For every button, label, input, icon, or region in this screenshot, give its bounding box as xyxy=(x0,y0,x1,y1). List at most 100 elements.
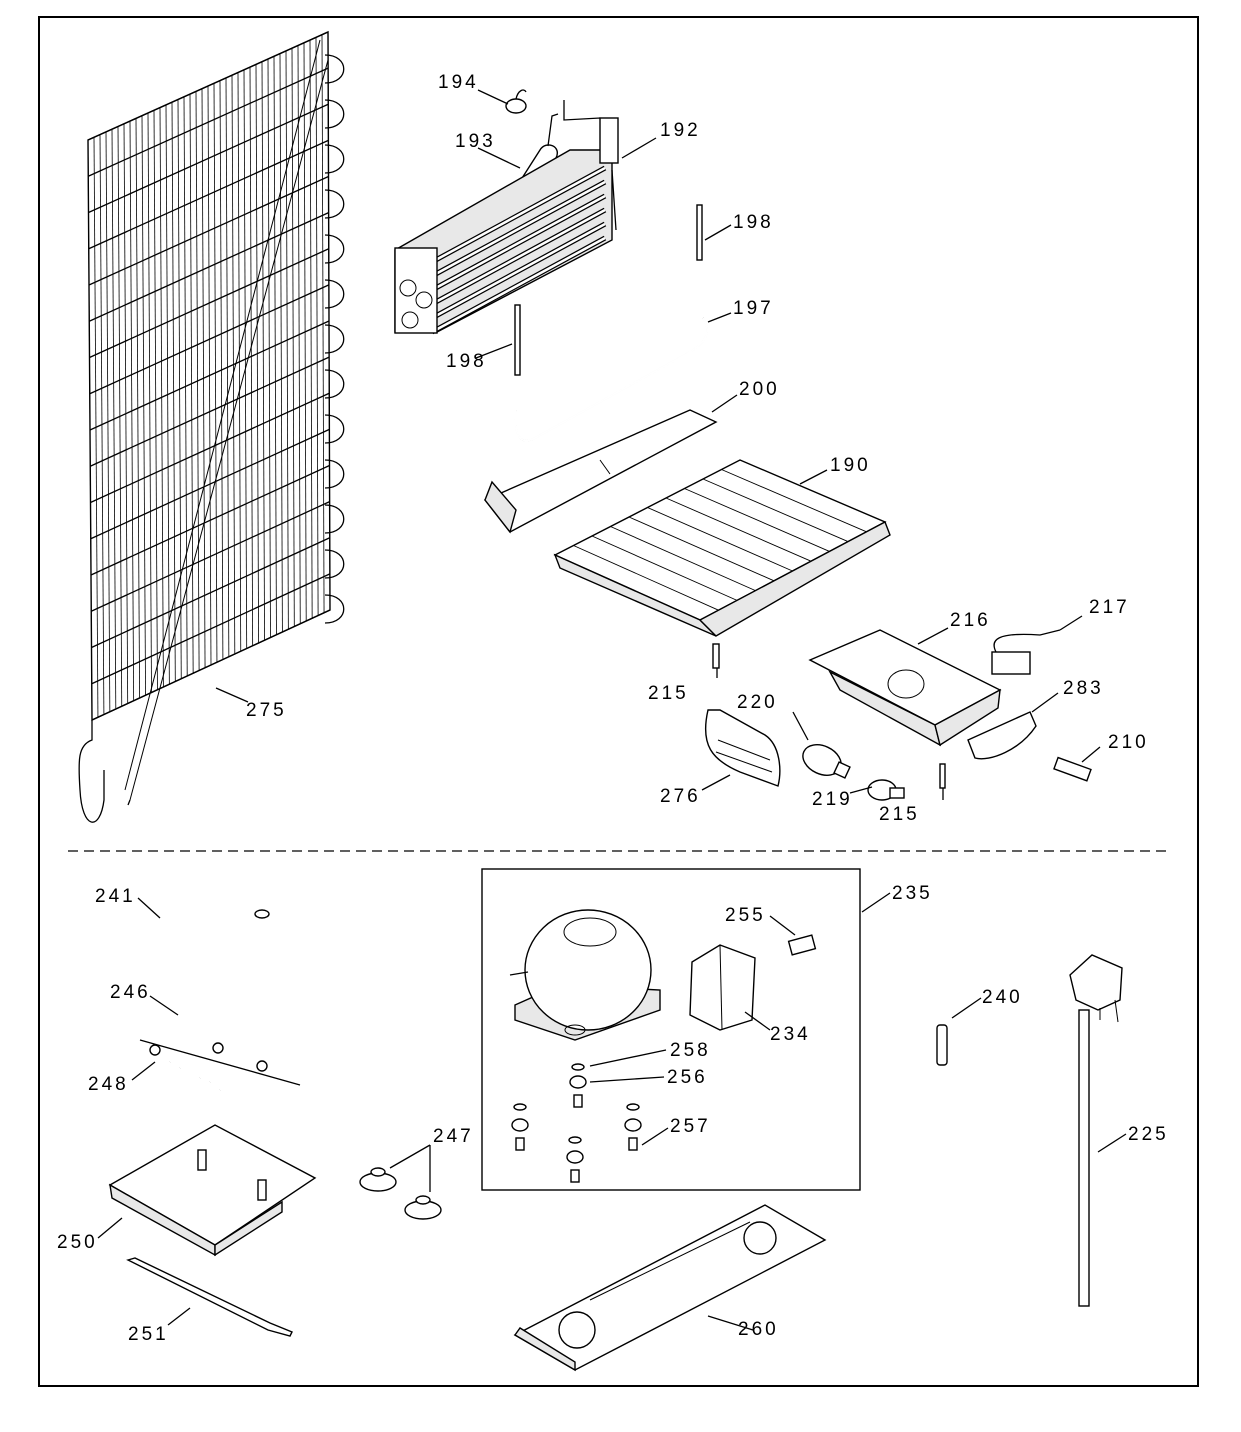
part-240-filter xyxy=(936,1024,948,1066)
condenser-loop xyxy=(324,414,345,444)
part-247-feet xyxy=(359,1167,442,1220)
label-215-upper: 215 xyxy=(648,683,689,704)
drawing-stroke xyxy=(90,464,330,576)
drawing-stroke xyxy=(88,139,329,250)
label-220: 220 xyxy=(737,692,778,713)
label-198-upper: 198 xyxy=(733,212,774,233)
part-215-screw-upper xyxy=(712,643,720,669)
part-283-lamp-cover xyxy=(967,711,1037,760)
label-234: 234 xyxy=(770,1024,811,1045)
drawing-stroke xyxy=(89,356,330,467)
drawing-stroke xyxy=(702,478,849,543)
label-250: 250 xyxy=(57,1232,98,1253)
condenser-loop xyxy=(324,504,345,534)
condenser-loop xyxy=(324,459,345,489)
condenser-loop xyxy=(324,54,345,84)
part-198-sensor-lower xyxy=(514,304,521,376)
condenser-loop xyxy=(324,369,345,399)
part-260-base-rail xyxy=(513,1204,827,1372)
drawing-stroke xyxy=(90,392,330,504)
drawing-stroke xyxy=(684,488,830,552)
part-234-relay xyxy=(689,944,756,1031)
label-275: 275 xyxy=(246,700,287,721)
drawing-stroke xyxy=(87,31,329,141)
evaporator-tube-highlight xyxy=(431,166,606,264)
drawing-stroke xyxy=(591,535,738,601)
drawing-stroke xyxy=(91,537,331,649)
drawing-stroke xyxy=(628,516,775,582)
condenser-loop xyxy=(324,189,345,219)
label-256: 256 xyxy=(667,1067,708,1088)
drawing-stroke xyxy=(88,175,329,286)
part-256-grommets xyxy=(511,1075,642,1164)
part-251-bracket xyxy=(126,1257,293,1337)
evaporator-tube-highlight xyxy=(431,208,606,306)
label-190: 190 xyxy=(830,455,871,476)
part-220-bulb xyxy=(802,744,851,779)
part-241-tube xyxy=(159,878,270,968)
drawing-stroke xyxy=(89,320,330,431)
part-192-evaporator xyxy=(394,117,619,335)
label-283: 283 xyxy=(1063,678,1104,699)
label-235: 235 xyxy=(892,883,933,904)
label-219: 219 xyxy=(812,789,853,810)
drawing-stroke xyxy=(87,67,329,177)
label-225: 225 xyxy=(1128,1124,1169,1145)
evaporator-tube-highlight xyxy=(431,194,606,292)
part-248-connector xyxy=(139,1039,301,1086)
part-labels: 194 193 192 198 198 197 200 190 275 216 … xyxy=(57,72,1169,1345)
part-197-tube xyxy=(514,317,709,442)
drawing-stroke xyxy=(90,501,330,612)
condenser-loop xyxy=(324,279,345,309)
label-217: 217 xyxy=(1089,597,1130,618)
condenser-loop xyxy=(324,594,345,624)
part-216-light-housing xyxy=(808,629,1002,747)
drawing-stroke xyxy=(90,428,330,540)
drawing-stroke xyxy=(573,545,719,611)
label-198-lower: 198 xyxy=(446,351,487,372)
condenser-loop xyxy=(324,324,345,354)
label-260: 260 xyxy=(738,1319,779,1340)
part-217-switch xyxy=(991,629,1061,675)
part-250-drain-pan xyxy=(108,1124,317,1257)
label-194: 194 xyxy=(438,72,479,93)
part-210-clip xyxy=(1053,756,1092,782)
drawing-stroke xyxy=(610,526,756,592)
evaporator-tube-highlight xyxy=(431,180,606,278)
condenser-loop xyxy=(324,234,345,264)
drawing-stroke xyxy=(89,284,330,395)
part-198-sensor-upper xyxy=(696,204,703,261)
drawing-stroke xyxy=(647,507,793,572)
label-276: 276 xyxy=(660,786,701,807)
part-190-cover xyxy=(553,459,891,637)
diagram-frame xyxy=(38,16,1199,1387)
label-210: 210 xyxy=(1108,732,1149,753)
label-258: 258 xyxy=(670,1040,711,1061)
label-193: 193 xyxy=(455,131,496,152)
part-215-screw-lower xyxy=(939,763,946,789)
label-240: 240 xyxy=(982,987,1023,1008)
label-215-lower: 215 xyxy=(879,804,920,825)
part-235-compressor-assembly xyxy=(481,868,861,1191)
label-200: 200 xyxy=(739,379,780,400)
label-192: 192 xyxy=(660,120,701,141)
evaporator-tube-highlight xyxy=(431,222,606,320)
label-197: 197 xyxy=(733,298,774,319)
drawing-stroke xyxy=(91,609,331,721)
drawing-stroke xyxy=(721,469,867,533)
part-225-power-cord xyxy=(1069,954,1123,1307)
leader-lines xyxy=(97,89,1127,1331)
label-257: 257 xyxy=(670,1116,711,1137)
evaporator-tube-highlight xyxy=(431,236,606,334)
condenser-loop xyxy=(324,99,345,129)
label-246: 246 xyxy=(110,982,151,1003)
label-255: 255 xyxy=(725,905,766,926)
label-241: 241 xyxy=(95,886,136,907)
part-219-socket xyxy=(867,779,905,801)
part-257-sleeves xyxy=(515,1094,638,1183)
drawing-stroke xyxy=(91,573,331,685)
label-247: 247 xyxy=(433,1126,474,1147)
drawing-stroke xyxy=(665,497,812,562)
drawing-stroke xyxy=(88,103,329,214)
